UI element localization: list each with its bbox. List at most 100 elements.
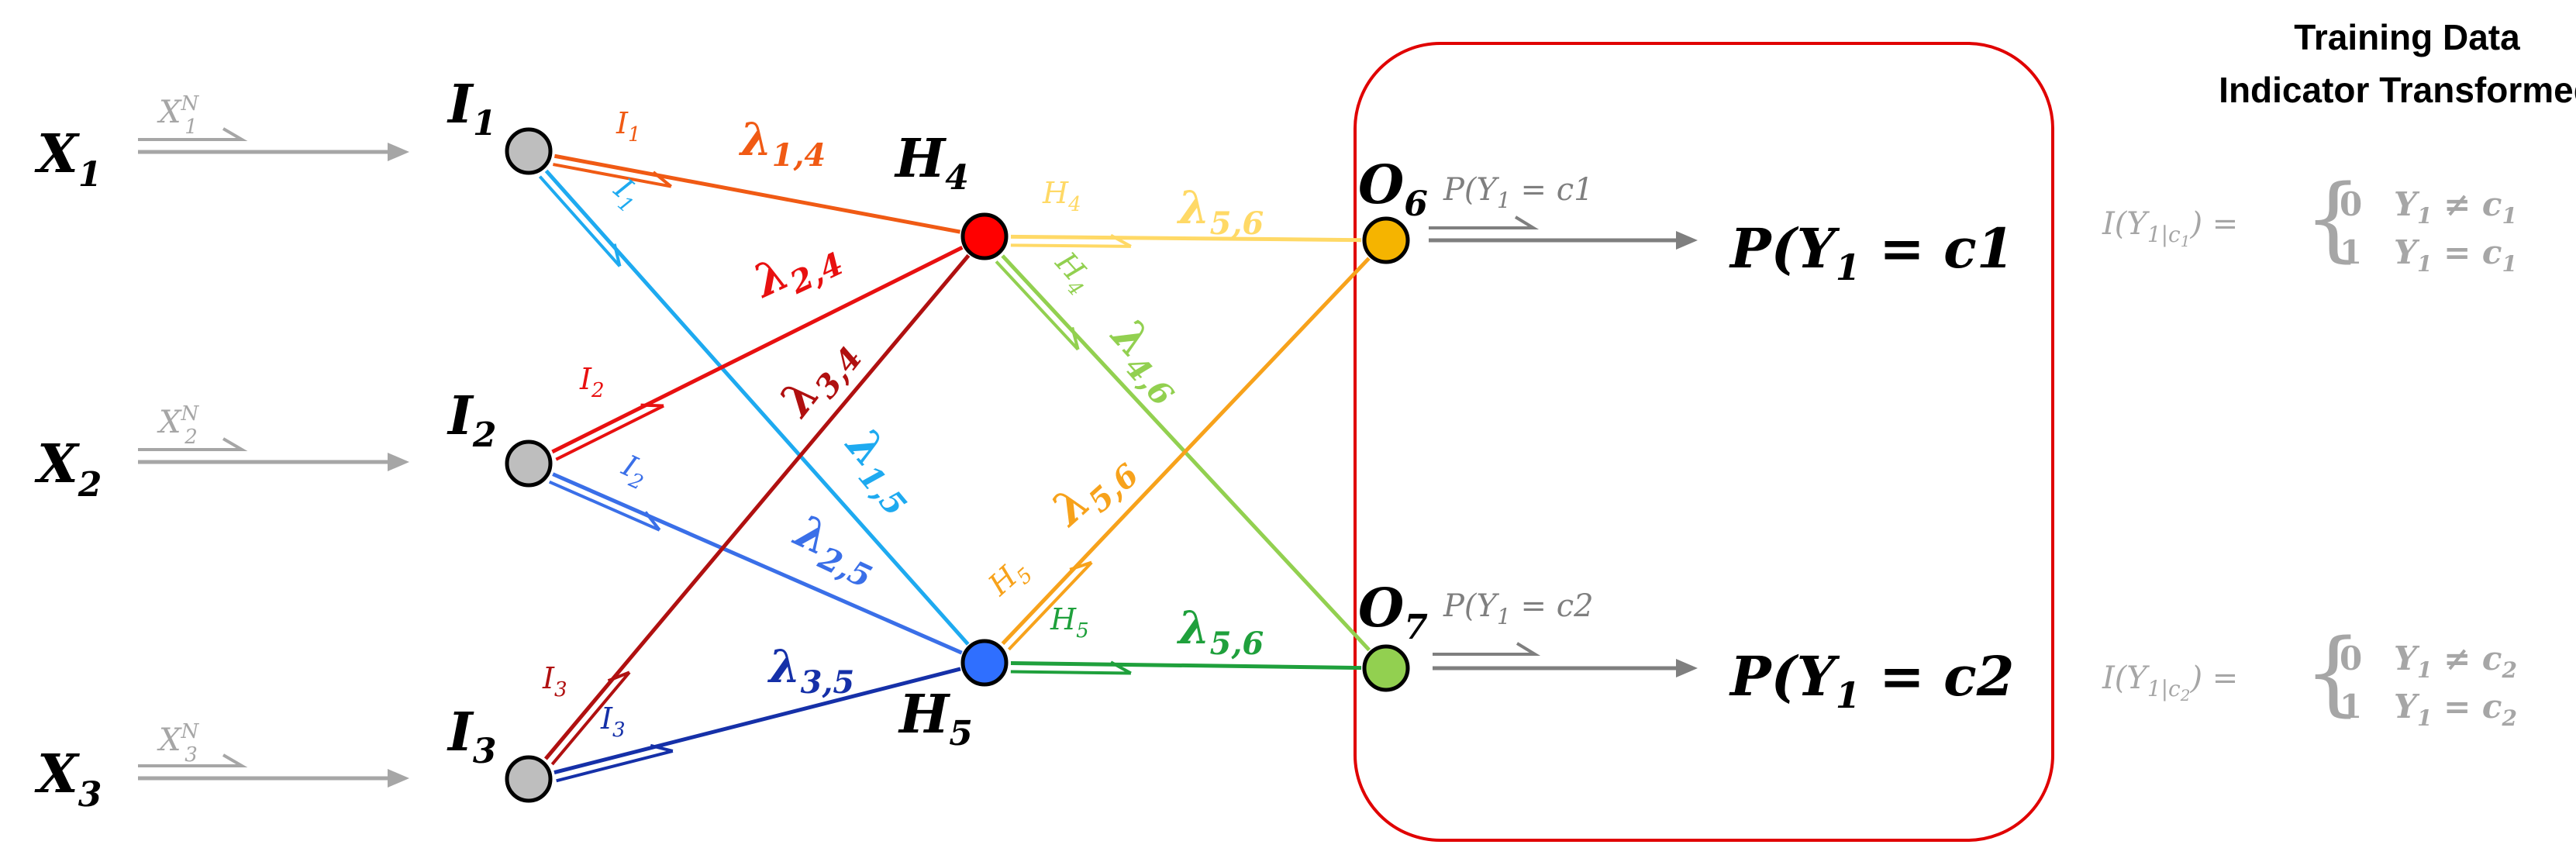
signal-harpoon-i3-h5 — [556, 743, 674, 783]
node-label-o6: O6 — [1358, 154, 1428, 224]
x1-arrowhead — [388, 143, 409, 161]
node-o7 — [1362, 644, 1410, 692]
svg-text:I(Y1|c2) =: I(Y1|c2) = — [2102, 660, 2238, 705]
indicator-function-c1: I(Y1|c1) = { 0 Y1 ≠ c1 1 Y1 = c1 — [2102, 164, 2517, 277]
x1-harpoon — [138, 127, 248, 141]
edge-h5-o7 — [1010, 660, 1362, 670]
signal-harpoon-i2-h5 — [548, 480, 661, 532]
signal-harpoon-h4-o7 — [995, 260, 1080, 351]
x3-sub: 3 — [78, 775, 102, 815]
node-label-i3: I3 — [447, 701, 496, 771]
signal-label-h5-o6: H5 — [981, 551, 1037, 608]
x3-arrowhead — [388, 769, 409, 788]
x2-arrow-sup: N — [180, 402, 199, 426]
node-i1 — [505, 127, 553, 175]
x1-arrow-label: X — [157, 95, 182, 130]
edge-i2-h5 — [552, 472, 963, 655]
signal-harpoon-h5-o7 — [1010, 660, 1132, 675]
x3-arrow-sup: N — [180, 720, 199, 743]
x1-arrow-sub: 1 — [184, 115, 198, 139]
svg-text:X1: X1 — [34, 123, 102, 195]
edge-h4-o6 — [1010, 234, 1362, 243]
node-h4 — [960, 212, 1009, 260]
weight-label-2-4: λ2,4 — [743, 223, 849, 315]
signal-label-i2-h5: I2 — [614, 448, 653, 495]
node-i3 — [505, 755, 553, 803]
svg-text:1: 1 — [2340, 688, 2362, 726]
node-label-i1: I1 — [447, 74, 496, 143]
svg-text:Y1 = c2: Y1 = c2 — [2394, 688, 2517, 731]
output-result-2: P(Y1 = c2 — [1729, 644, 2014, 716]
svg-text:{: { — [2304, 164, 2362, 271]
svg-text:X2: X2 — [34, 433, 102, 505]
node-label-i2: I2 — [447, 385, 496, 455]
signal-harpoon-h4-o6 — [1010, 233, 1132, 248]
signal-harpoon-i2-h4 — [555, 403, 664, 461]
x3-arrow-sub: 3 — [184, 743, 198, 767]
x2-arrow-sub: 2 — [184, 426, 198, 449]
signal-harpoon-i1-h4 — [553, 163, 673, 188]
svg-text:1: 1 — [2340, 233, 2362, 271]
indicator-function-c2: I(Y1|c2) = { 0 Y1 ≠ c2 1 Y1 = c2 — [2102, 619, 2517, 731]
svg-text:P(Y1 = c2: P(Y1 = c2 — [1443, 588, 1594, 629]
node-i2 — [505, 440, 553, 488]
svg-text:XN2: XN2 — [157, 402, 199, 449]
signal-label-h5-o7: H5 — [1050, 602, 1089, 643]
node-o6 — [1362, 216, 1410, 264]
edge-i1-h4 — [553, 153, 961, 234]
svg-text:Y1 ≠ c2: Y1 ≠ c2 — [2394, 639, 2517, 683]
svg-text:0: 0 — [2340, 639, 2362, 677]
x1-label: X — [34, 123, 80, 185]
weight-label-1-4: λ1,4 — [738, 113, 826, 174]
svg-text:XN1: XN1 — [157, 92, 199, 139]
weight-label-h4-o6: λ5,6 — [1176, 181, 1264, 242]
weight-label-h5-o6: λ5,6 — [1040, 439, 1146, 543]
x1-sub: 1 — [78, 155, 102, 195]
weight-label-h4-o7: λ4,6 — [1095, 308, 1198, 413]
x3-arrow-label: X — [157, 722, 182, 758]
node-label-h4: H4 — [894, 128, 969, 198]
svg-text:{: { — [2304, 619, 2362, 726]
svg-text:I(Y1|c1) =: I(Y1|c1) = — [2102, 206, 2238, 250]
weight-label-3-5: λ3,5 — [767, 640, 854, 701]
x1-arrow-sup: N — [180, 92, 199, 115]
svg-text:Y1 ≠ c1: Y1 ≠ c1 — [2394, 185, 2517, 229]
edges-layer — [538, 153, 1371, 783]
svg-text:X3: X3 — [34, 743, 102, 815]
nodes-layer — [505, 127, 1410, 803]
x2-arrow-label: X — [157, 405, 182, 440]
edge-i2-h4 — [551, 246, 964, 454]
signal-harpoon-i3-h4 — [550, 670, 631, 766]
x3-harpoon — [138, 753, 248, 767]
signal-label-h4-o6: H4 — [1042, 176, 1081, 216]
weight-label-3-4: λ3,4 — [768, 326, 870, 432]
title-line-1: Training Data — [2294, 17, 2520, 57]
edge-i3-h4 — [543, 253, 971, 760]
x3-label: X — [34, 743, 80, 805]
edge-i3-h5 — [553, 667, 961, 775]
node-label-h5: H5 — [898, 684, 973, 753]
node-label-o7: O7 — [1358, 577, 1428, 647]
title-line-2: Indicator Transformed — [2219, 70, 2576, 110]
signal-label-i2-h4: I2 — [579, 362, 605, 402]
signal-label-i1-h4: I1 — [616, 106, 641, 147]
signal-label-i3-h5: I3 — [600, 701, 626, 742]
signal-harpoon-i1-h5 — [538, 175, 622, 267]
svg-text:P(Y1 = c1: P(Y1 = c1 — [1443, 172, 1594, 213]
x2-arrowhead — [388, 453, 409, 471]
signal-harpoon-h5-o6 — [1007, 560, 1093, 651]
output-result-1: P(Y1 = c1 — [1729, 216, 2014, 288]
weight-label-h5-o7: λ5,6 — [1176, 602, 1264, 662]
signal-label-i1-h5: I1 — [603, 171, 648, 219]
edge-h5-o6 — [1001, 257, 1371, 646]
x2-sub: 2 — [78, 465, 102, 505]
svg-text:Y1 = c1: Y1 = c1 — [2394, 233, 2517, 277]
signal-label-h4-o7: H4 — [1044, 245, 1101, 301]
output-arrow-o7: P(Y1 = c2 — [1433, 588, 1698, 677]
x2-harpoon — [138, 437, 248, 451]
x2-label: X — [34, 433, 80, 495]
